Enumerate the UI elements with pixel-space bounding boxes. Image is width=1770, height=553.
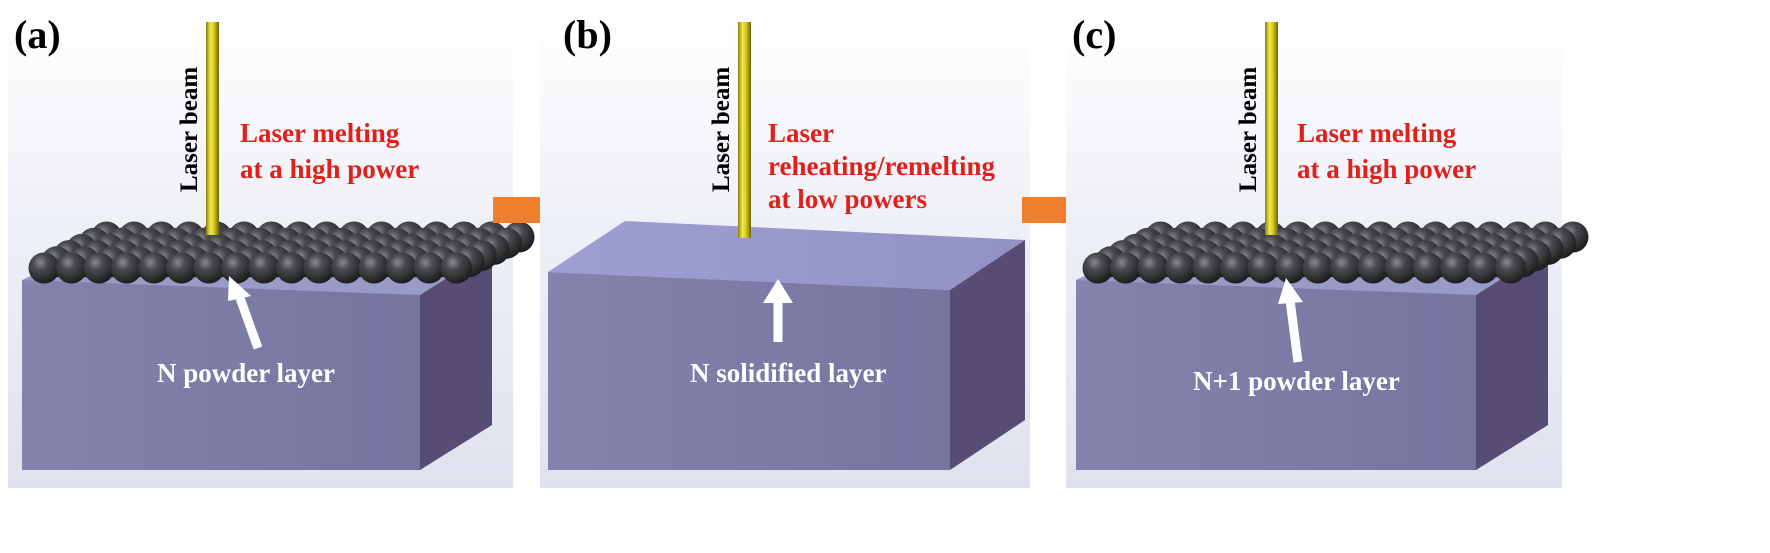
panel-a-process-note: Laser melting at a high power [240,118,419,184]
powder-particle [1247,252,1279,284]
panel-a-laser-beam [206,22,219,235]
panel-b-block-side [950,240,1025,470]
panel-a-process-line-2: at a high power [240,154,419,184]
powder-particle [1357,252,1389,284]
panel-c-label: (c) [1072,12,1116,57]
panel-b-process-line-1: Laser [768,118,834,148]
powder-particle [221,252,252,284]
powder-particle [111,252,142,284]
panel-a-process-line-1: Laser melting [240,118,400,148]
panel-c-process-line-1: Laser melting [1297,118,1457,148]
powder-particle [1385,252,1416,284]
powder-particle [358,252,390,284]
panel-b: (b) Laser beam Laser reheating/remelting… [540,12,1030,488]
panel-b-process-line-3: at low powers [768,184,927,214]
panel-c-laser-label: Laser beam [1235,67,1262,192]
panel-b-laser-beam [738,22,751,238]
panel-a: (a) Laser beam Laser melting at a high p… [8,12,535,488]
powder-particle [166,252,197,284]
powder-particle [1137,252,1169,284]
panel-c-process-line-2: at a high power [1297,154,1476,184]
powder-particle [248,252,280,284]
panel-b-layer-label: N solidified layer [690,358,887,388]
panel-c-pointer-arrow [1278,278,1303,363]
panel-a-powder-layer [28,221,535,284]
powder-particle [413,252,445,284]
panel-c-laser-beam [1265,22,1278,235]
powder-particle [83,252,115,284]
panel-a-pointer-arrow [228,276,263,350]
powder-particle [193,252,225,284]
powder-particle [386,252,417,284]
powder-particle [1302,252,1334,284]
powder-particle [138,252,170,284]
powder-particle [303,252,335,284]
panel-c-layer-label: N+1 powder layer [1193,366,1400,396]
powder-particle [441,252,472,284]
panel-c-powder-layer [1082,221,1589,284]
panel-a-laser-label: Laser beam [176,67,203,192]
powder-particle [28,252,60,284]
powder-particle [331,252,362,284]
panel-c: (c) Laser beam Laser melting at a high p… [1066,12,1589,488]
panel-b-block-top [548,221,1025,290]
powder-particle [1440,252,1471,284]
powder-particle [276,252,307,284]
panel-a-layer-label: N powder layer [157,358,335,388]
panel-b-label: (b) [563,12,612,57]
powder-particle [1192,252,1224,284]
powder-particle [1110,252,1141,284]
panel-c-block-side [1476,250,1548,470]
powder-particle [1330,252,1361,284]
panel-b-process-note: Laser reheating/remelting at low powers [768,118,1002,214]
powder-particle [1495,252,1526,284]
panel-c-process-note: Laser melting at a high power [1297,118,1476,184]
powder-particle [1412,252,1444,284]
panel-c-block-front [1076,280,1476,470]
panel-b-block-front [548,272,950,470]
powder-particle [1467,252,1499,284]
powder-particle [1275,252,1306,284]
panel-b-process-line-2: reheating/remelting [768,151,995,181]
panel-b-pointer-arrow [763,279,793,342]
panel-a-block-side [420,250,492,470]
powder-particle [1220,252,1251,284]
powder-particle [1082,252,1114,284]
powder-particle [1165,252,1196,284]
panel-a-label: (a) [14,12,61,57]
panel-b-laser-label: Laser beam [708,67,735,192]
panel-a-block-front [22,280,420,470]
powder-particle [56,252,87,284]
